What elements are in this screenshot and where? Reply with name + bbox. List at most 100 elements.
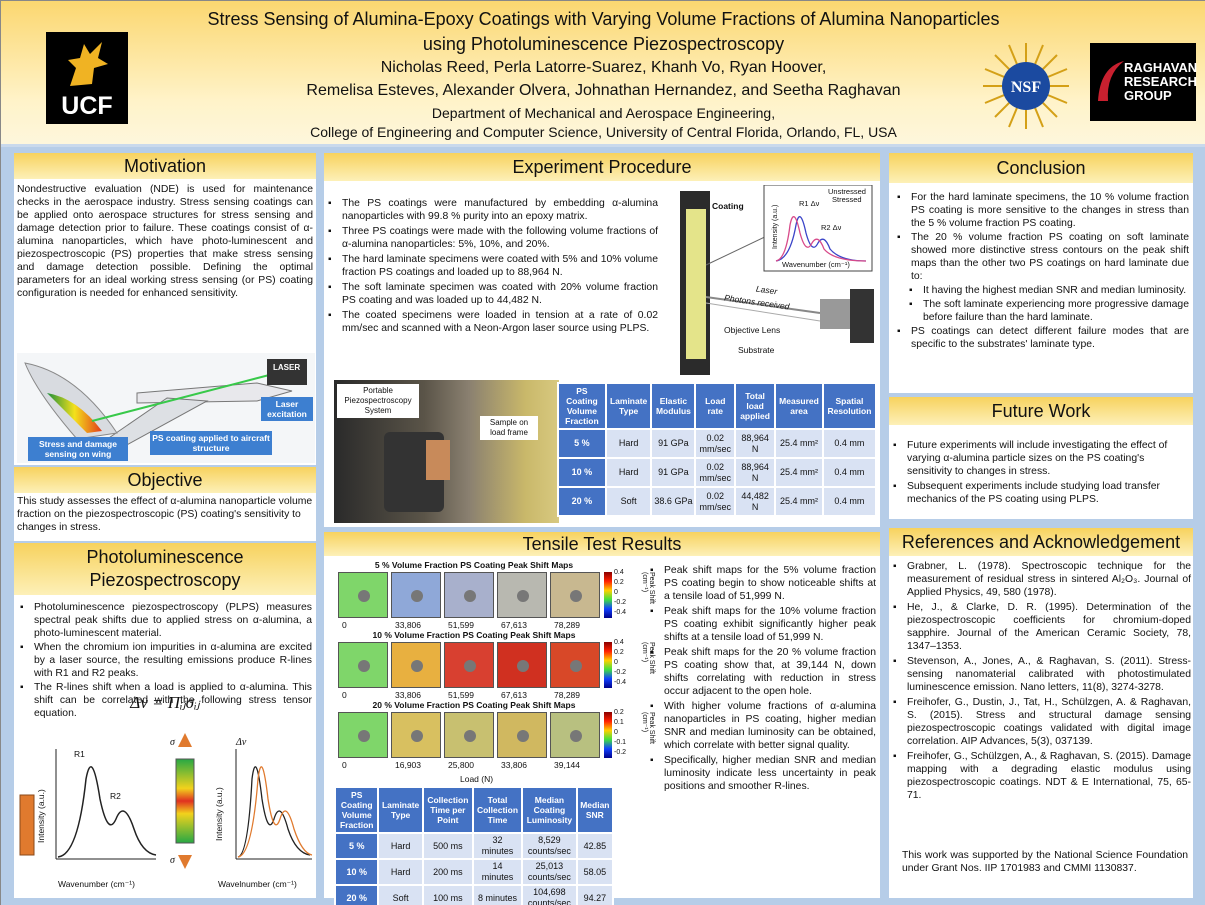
experiment-panel: Experiment Procedure The PS coatings wer… bbox=[324, 153, 880, 527]
nsf-logo: NSF bbox=[981, 41, 1071, 131]
load-tick-label: 51,599 bbox=[448, 690, 474, 700]
stress-sensing-label: Stress and damage sensing on wing bbox=[28, 437, 128, 461]
color-scale-tick: 0.4 bbox=[614, 639, 624, 646]
table-cell: Soft bbox=[379, 886, 422, 905]
future-work-bullet-item: Subsequent experiments include studying … bbox=[889, 480, 1189, 506]
peak-shift-map-title: 10 % Volume Fraction PS Coating Peak Shi… bbox=[372, 630, 576, 640]
diagram-xlabel: Wavenumber (cm⁻¹) bbox=[782, 260, 850, 269]
load-tick-label: 0 bbox=[342, 620, 347, 630]
peak-shift-map bbox=[338, 642, 388, 688]
authors-line2: Remelisa Esteves, Alexander Olvera, John… bbox=[306, 82, 901, 99]
load-axis-label: Load (N) bbox=[460, 774, 494, 784]
objective-heading: Objective bbox=[14, 467, 316, 493]
plps-bullets: Photoluminescence piezospectroscopy (PLP… bbox=[16, 601, 312, 721]
table-cell: 20 % bbox=[559, 488, 605, 515]
load-tick-label: 67,613 bbox=[501, 690, 527, 700]
table-header-cell: Total load applied bbox=[736, 384, 775, 428]
table-cell: 25.4 mm² bbox=[776, 430, 822, 457]
load-tick-label: 39,144 bbox=[554, 760, 580, 770]
table-header-cell: Collection Time per Point bbox=[423, 788, 472, 832]
table-cell: 20 % bbox=[336, 886, 378, 905]
color-scale-tick: -0.4 bbox=[614, 609, 627, 616]
table-cell: 0.02 mm/sec bbox=[696, 488, 735, 515]
rrg-line1: RAGHAVAN bbox=[1124, 60, 1198, 75]
table-cell: 58.05 bbox=[577, 860, 612, 884]
color-scale-tick: -0.4 bbox=[614, 679, 627, 686]
table-cell: 94.27 bbox=[577, 886, 612, 905]
table-cell: 88,964 N bbox=[736, 459, 775, 486]
swoosh-icon bbox=[1098, 61, 1124, 101]
tensile-panel: Tensile Test Results 5 % Volume Fraction… bbox=[324, 532, 880, 905]
load-tick-label: 25,800 bbox=[448, 760, 474, 770]
table-cell: 500 ms bbox=[423, 834, 472, 858]
photo-sample-label: Sample on load frame bbox=[480, 416, 538, 440]
table-cell: 42.85 bbox=[577, 834, 612, 858]
open-hole-marker bbox=[517, 660, 529, 672]
load-tick-label: 33,806 bbox=[395, 690, 421, 700]
color-scale-tick: 0.2 bbox=[614, 649, 624, 656]
color-scale-tick: 0.4 bbox=[614, 569, 624, 576]
ucf-logo: UCF bbox=[46, 32, 128, 124]
table-cell: 25.4 mm² bbox=[776, 488, 822, 515]
diagram-r2-label: R2 Δν bbox=[821, 223, 842, 232]
diagram-unstressed-label: Unstressed bbox=[828, 187, 866, 196]
table-cell: 91 GPa bbox=[652, 430, 695, 457]
experiment-photo: Portable Piezospectroscopy System Sample… bbox=[334, 380, 559, 523]
table-header-cell: Median SNR bbox=[577, 788, 612, 832]
conclusion-bullet-item: It having the highest median SNR and med… bbox=[893, 284, 1189, 297]
color-scale-tick: -0.2 bbox=[614, 669, 627, 676]
tensile-bullet-item: Peak shift maps for the 10% volume fract… bbox=[646, 605, 876, 644]
load-tick-label: 33,806 bbox=[395, 620, 421, 630]
open-hole-marker bbox=[411, 660, 423, 672]
open-hole-marker bbox=[570, 660, 582, 672]
table-cell: 38.6 GPa bbox=[652, 488, 695, 515]
open-hole-marker bbox=[570, 590, 582, 602]
color-scale-tick: 0 bbox=[614, 659, 618, 666]
peak-shift-map bbox=[444, 712, 494, 758]
nsf-logo-text: NSF bbox=[1011, 79, 1041, 96]
experiment-bullet-item: The hard laminate specimens were coated … bbox=[324, 253, 658, 279]
open-hole-marker bbox=[464, 590, 476, 602]
experiment-bullet-item: Three PS coatings were made with the fol… bbox=[324, 225, 658, 251]
color-scale-tick: 0 bbox=[614, 589, 618, 596]
conclusion-bullets: For the hard laminate specimens, the 10 … bbox=[893, 191, 1189, 352]
load-tick-label: 51,599 bbox=[448, 620, 474, 630]
delta-nu-label: Δν bbox=[236, 737, 247, 748]
plps-bullet-item: When the chromium ion impurities in α-al… bbox=[16, 641, 312, 680]
table-cell: 0.02 mm/sec bbox=[696, 430, 735, 457]
experiment-bullet-item: The soft laminate specimen was coated wi… bbox=[324, 281, 658, 307]
table-cell: 14 minutes bbox=[473, 860, 522, 884]
color-scale-bar bbox=[604, 642, 612, 688]
open-hole-marker bbox=[358, 590, 370, 602]
diagram-coating-label: Coating bbox=[712, 201, 744, 211]
tensile-bullet-item: With higher volume fractions of α-alumin… bbox=[646, 700, 876, 752]
references-heading: References and Acknowledgement bbox=[889, 528, 1193, 556]
plps-bullet-item: The R-lines shift when a load is applied… bbox=[16, 681, 312, 720]
color-scale-bar bbox=[604, 572, 612, 618]
poster-title-line2: using Photoluminescence Piezospectroscop… bbox=[422, 34, 785, 54]
table-cell: 104,698 counts/sec bbox=[523, 886, 576, 905]
open-hole-marker bbox=[517, 590, 529, 602]
open-hole-marker bbox=[517, 730, 529, 742]
load-tick-label: 0 bbox=[342, 690, 347, 700]
rrg-line3: GROUP bbox=[1124, 88, 1172, 103]
color-scale-tick: 0.1 bbox=[614, 719, 624, 726]
coating-applied-label: PS coating applied to aircraft structure bbox=[150, 431, 272, 455]
reference-item-item: Grabner, L. (1978). Spectroscopic techni… bbox=[889, 560, 1191, 599]
plps-panel: Photoluminescence Piezospectroscopy Phot… bbox=[14, 543, 316, 898]
table-header-cell: PS Coating Volume Fraction bbox=[559, 384, 605, 428]
plps-xlabel2: Wavelnumber (cm⁻¹) bbox=[218, 879, 297, 889]
table-cell: 5 % bbox=[559, 430, 605, 457]
references-list: Grabner, L. (1978). Spectroscopic techni… bbox=[889, 560, 1191, 804]
poster-title-line1: Stress Sensing of Alumina-Epoxy Coatings… bbox=[207, 9, 1000, 29]
table-header-cell: Elastic Modulus bbox=[652, 384, 695, 428]
conclusion-panel: Conclusion For the hard laminate specime… bbox=[889, 153, 1193, 393]
conclusion-bullet-item: PS coatings can detect different failure… bbox=[893, 325, 1189, 351]
open-hole-marker bbox=[358, 660, 370, 672]
table-cell: 8,529 counts/sec bbox=[523, 834, 576, 858]
color-scale-tick: -0.2 bbox=[614, 599, 627, 606]
peak-shift-map-title: 5 % Volume Fraction PS Coating Peak Shif… bbox=[374, 560, 574, 570]
